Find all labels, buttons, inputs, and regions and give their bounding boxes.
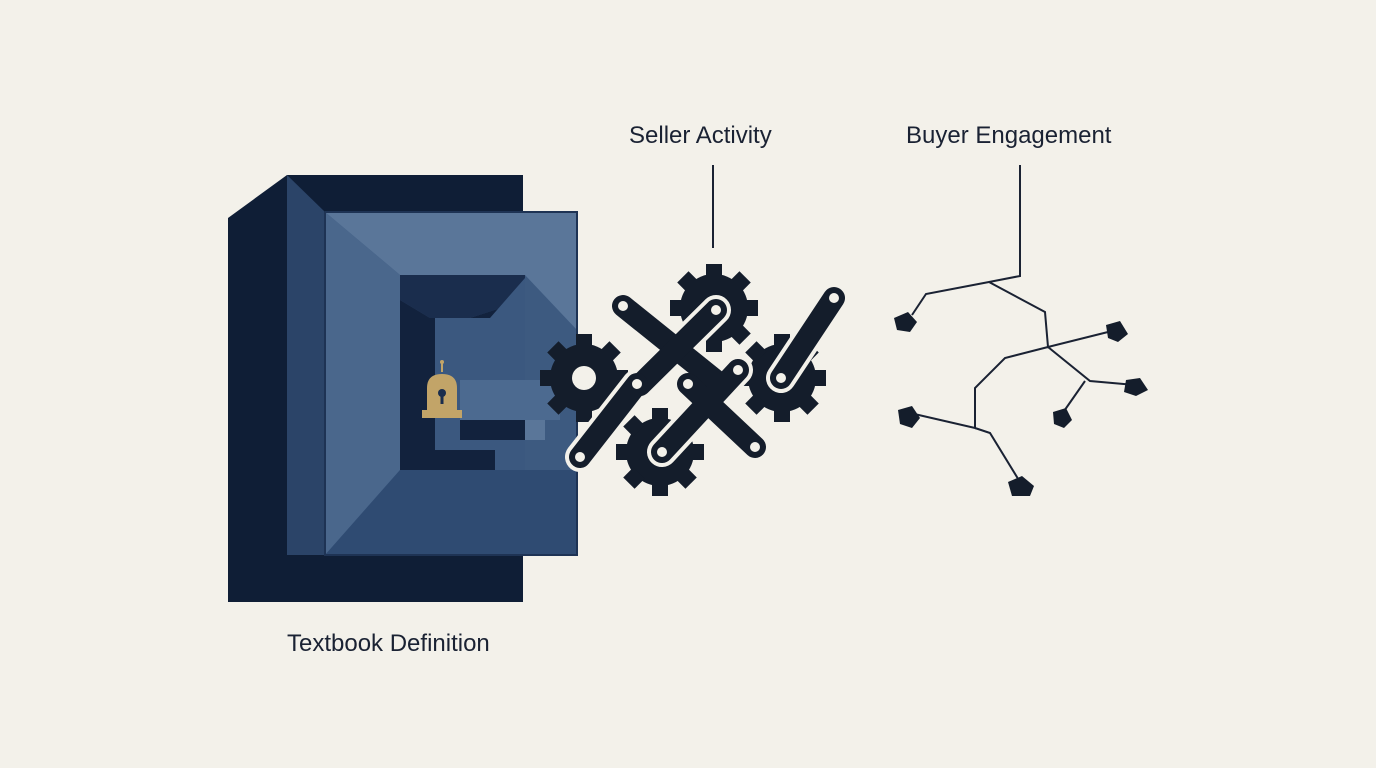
textbook-definition-label: Textbook Definition	[287, 630, 490, 657]
chain-link-icon	[565, 283, 849, 472]
padlock-icon	[422, 360, 462, 418]
seller-activity-label: Seller Activity	[629, 122, 772, 149]
network-node-icon	[894, 312, 1148, 496]
branching-network-icon	[909, 165, 1136, 483]
buyer-engagement-label: Buyer Engagement	[906, 122, 1112, 149]
open-box-icon	[228, 175, 578, 602]
